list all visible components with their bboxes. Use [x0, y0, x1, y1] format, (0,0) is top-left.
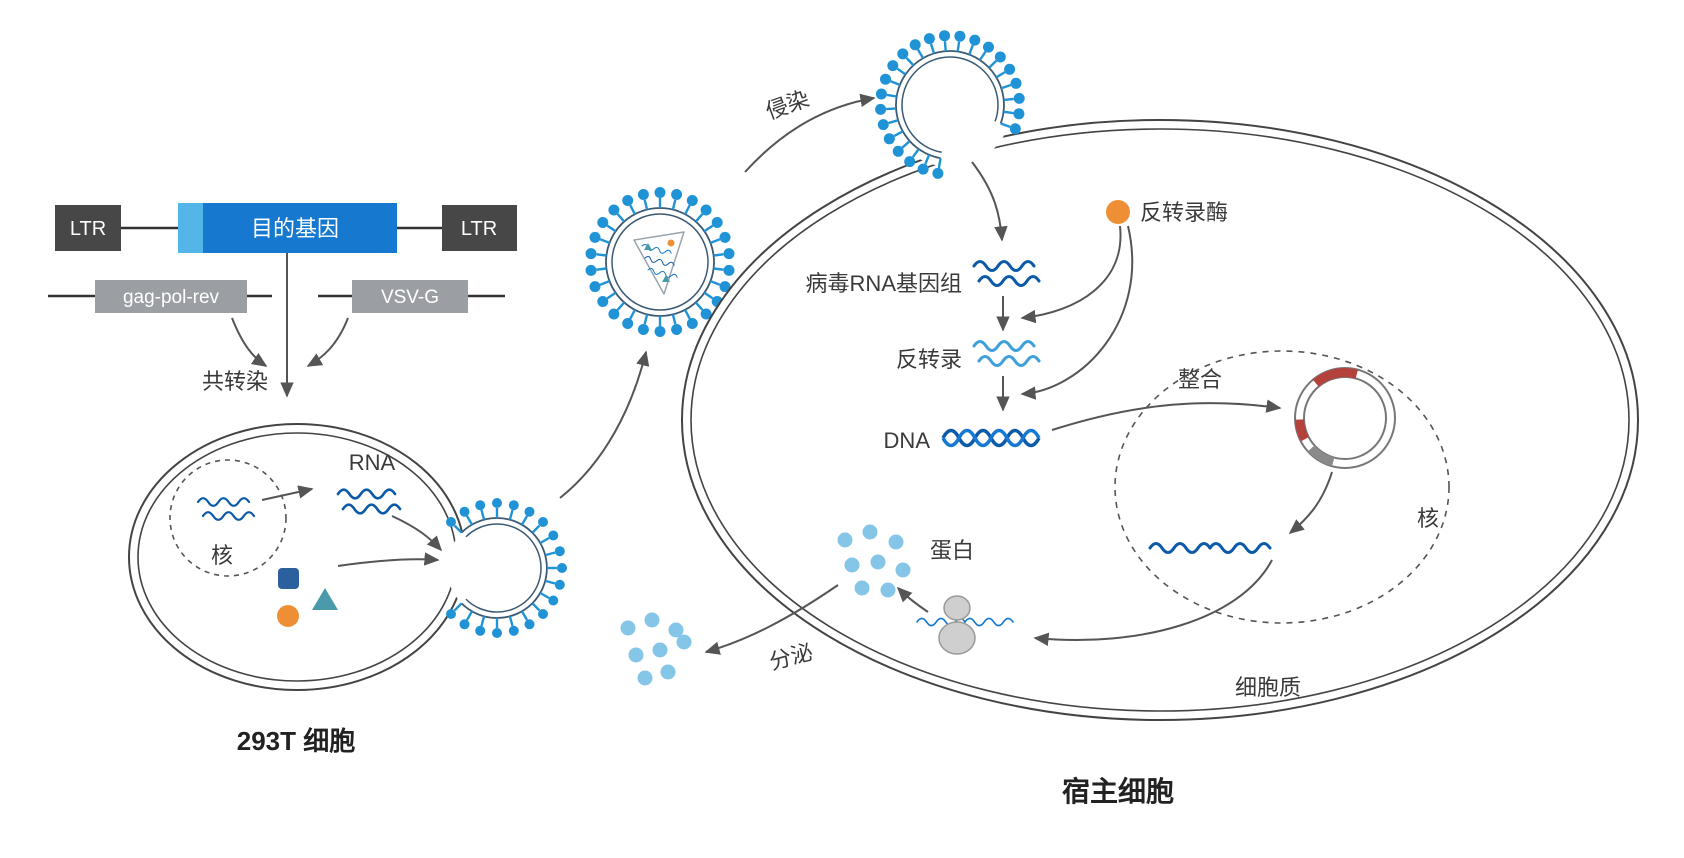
cotransfection-label: 共转染: [202, 369, 268, 394]
ltr-left-label: LTR: [70, 218, 106, 240]
protein-dots-outside: [620, 612, 692, 686]
ribosome-large-subunit: [938, 621, 976, 655]
host-cell-label: 宿主细胞: [1062, 775, 1174, 807]
secretion-arrow: [704, 584, 839, 655]
protein-triangle-icon: [312, 588, 338, 610]
plasmid-red-segment: [1312, 368, 1358, 387]
capsid-enzyme-dot: [667, 239, 675, 247]
fusing-virus-spikes: [875, 30, 1025, 179]
ribosome-small-subunit: [943, 595, 971, 621]
plasmid-gray-segment: [1307, 445, 1335, 467]
fusing-virus-body: [888, 43, 1012, 167]
rt-action-arrow-2: [1020, 225, 1134, 400]
capsid-cone: [633, 231, 685, 295]
release-arrow: [559, 350, 650, 499]
free-virus-particle: [585, 187, 735, 337]
virus-spikes: [585, 187, 735, 337]
integration-arrow: [1051, 399, 1282, 431]
host-nucleus-outline: [1114, 350, 1450, 624]
rna-to-virus-arrow: [391, 515, 443, 552]
protein-square-icon: [278, 568, 299, 589]
budding-virus-inner-membrane: [465, 523, 542, 613]
transcription-arrow: [1288, 471, 1333, 535]
cell-293t-outer-membrane: [128, 423, 466, 691]
transfer-plasmid-construct: LTR 目的基因 LTR gag-pol-rev VSV-G 共转染: [48, 203, 517, 398]
host-inner-membrane: [690, 128, 1630, 712]
rt-action-arrow-1: [1020, 225, 1122, 324]
integrated-plasmid: [1294, 367, 1396, 469]
reverse-transcription-label: 反转录: [896, 347, 962, 372]
virus-outer-membrane: [605, 207, 715, 317]
plasmid-inner-ring: [1303, 376, 1387, 460]
reverse-transcriptase-dot: [1106, 200, 1130, 224]
infection-label: 侵染: [762, 86, 812, 125]
virus-capsid: [633, 231, 685, 295]
rna-label: RNA: [349, 450, 396, 475]
gag-pol-rev-box: [95, 280, 247, 313]
budding-virus-outer-membrane: [460, 517, 548, 619]
cotransfection-arrow-right: [306, 317, 349, 367]
viral-rna-genome-label: 病毒RNA基因组: [806, 271, 962, 296]
uncoating-arrow: [971, 161, 1008, 242]
secretion-label: 分泌: [767, 639, 816, 675]
cell-293t-label: 293T 细胞: [237, 726, 356, 756]
cytoplasm-label: 细胞质: [1235, 675, 1301, 700]
ltr-left-box: [55, 205, 121, 251]
export-arrow: [261, 485, 314, 501]
enzyme-dot-icon: [277, 605, 299, 627]
nucleus-outline-293t: [169, 459, 287, 577]
cotransfection-arrow-left: [231, 317, 268, 367]
host-cell: [681, 119, 1639, 721]
cell-293t: 核 RNA 293T 细胞: [128, 423, 466, 756]
dna-helix: [941, 428, 1041, 448]
promoter-segment: [178, 203, 203, 253]
integration-label: 整合: [1178, 367, 1222, 392]
translation-arrow: [896, 586, 929, 613]
vsv-g-box: [352, 280, 468, 313]
infection-arrow: [744, 93, 876, 173]
dna-strand: [941, 428, 1041, 448]
protein-dots-inside: [837, 524, 911, 598]
host-nucleus-label: 核: [1417, 506, 1439, 531]
vsv-g-label: VSV-G: [381, 287, 439, 308]
budding-virus: [446, 498, 567, 638]
budding-virus-spikes: [446, 498, 567, 638]
proteins-to-virus-arrow: [337, 552, 440, 567]
nucleus-label-293t: 核: [211, 543, 233, 568]
fusing-virus: [875, 30, 1025, 179]
fusing-virus-inner-membrane: [901, 56, 999, 154]
export-to-ribosome-arrow: [1033, 559, 1273, 646]
host-outer-membrane: [681, 119, 1639, 721]
reverse-transcriptase-label: 反转录酶: [1140, 200, 1228, 225]
virus-inner-membrane: [611, 213, 709, 311]
ltr-right-label: LTR: [461, 218, 497, 240]
budding-virus-body: [447, 518, 547, 618]
host-cell-interior: 反转录酶 病毒RNA基因组 反转录 DNA 整合 核: [704, 161, 1450, 700]
gag-pol-rev-label: gag-pol-rev: [123, 287, 220, 308]
capsid-triangle: [662, 275, 670, 282]
target-gene-label: 目的基因: [251, 216, 339, 241]
target-gene-box: [178, 203, 397, 253]
protein-label: 蛋白: [930, 538, 974, 563]
fusing-virus-outer-membrane: [895, 50, 1005, 160]
plasmid-red-segment: [1295, 419, 1309, 442]
ltr-right-box: [442, 205, 517, 251]
dna-label: DNA: [884, 428, 931, 453]
ribosome: [916, 595, 1014, 655]
capsid-triangle: [644, 243, 652, 250]
